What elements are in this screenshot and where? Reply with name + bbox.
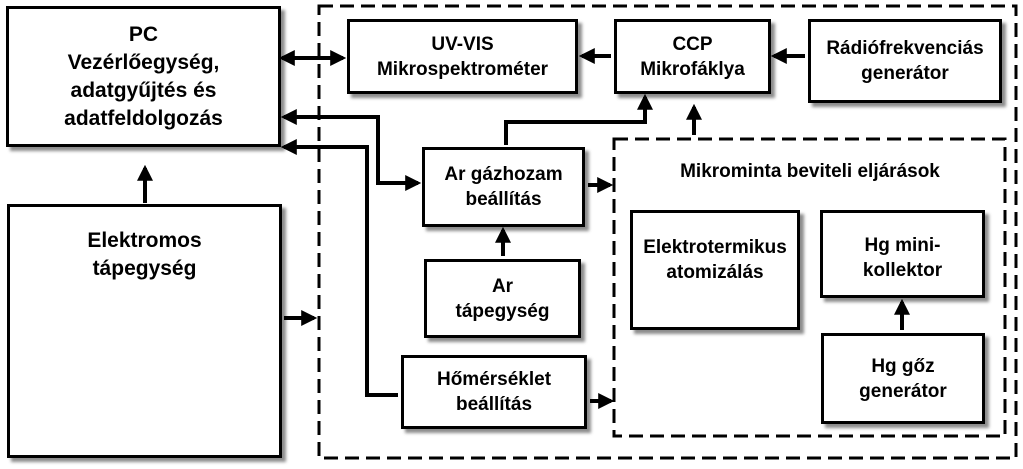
sample-intro-title: Mikrominta beviteli eljárások	[680, 161, 940, 182]
pc-label-1: PC	[128, 22, 159, 46]
rf-label-1: Rádiófrekvenciás	[826, 38, 984, 59]
hgmini-label-2: kollektor	[862, 260, 943, 281]
temp-label-1: Hőmérséklet	[436, 369, 552, 390]
pc-label-3: adatgyűjtés és	[70, 78, 217, 102]
ccp-block: CCP Mikrofáklya	[614, 19, 771, 94]
eta-block: Elektrotermikus atomizálás	[630, 210, 800, 330]
ccp-label-1: CCP	[672, 33, 713, 55]
hggen-label-1: Hg gőz	[871, 355, 935, 377]
power-supply-block: Elektromos tápegység	[7, 204, 282, 458]
hg-vapor-generator-block: Hg gőz generátor	[821, 333, 985, 424]
hgmini-label-1: Hg mini-	[864, 235, 941, 256]
uvvis-label-2: Mikrospektrométer	[376, 58, 549, 80]
eta-label-2: atomizálás	[666, 262, 764, 283]
pc-temp-arrow	[280, 139, 398, 397]
arflow-label-1: Ar gázhozam	[444, 164, 563, 185]
pc-label-4: adatfeldolgozás	[64, 106, 223, 130]
arpower-label-2: tápegység	[455, 300, 550, 322]
uvvis-label-1: UV-VIS	[431, 33, 494, 55]
pc-label-2: Vezérlőegység,	[67, 50, 220, 74]
pc-arflow-arrow	[280, 109, 422, 191]
power-label-2: tápegység	[92, 257, 197, 280]
hggen-label-2: generátor	[859, 380, 947, 402]
rf-generator-block: Rádiófrekvenciás generátor	[808, 19, 1002, 103]
eta-label-1: Elektrotermikus	[643, 237, 787, 258]
uvvis-block: UV-VIS Mikrospektrométer	[347, 19, 578, 94]
instrument-frame	[317, 4, 1018, 460]
ar-power-block: Ar tápegység	[424, 259, 581, 338]
arpower-label-1: Ar	[491, 275, 514, 297]
ar-flow-block: Ar gázhozam beállítás	[422, 147, 585, 227]
hg-minicollector-block: Hg mini- kollektor	[820, 210, 985, 298]
pc-block: PC Vezérlőegység, adatgyűjtés és adatfel…	[6, 6, 281, 147]
temperature-block: Hőmérséklet beállítás	[401, 355, 587, 429]
ccp-label-2: Mikrofáklya	[640, 58, 745, 80]
temp-label-2: beállítás	[455, 394, 533, 415]
arflow-label-2: beállítás	[465, 189, 542, 210]
sample-intro-frame	[612, 137, 1007, 438]
power-label-1: Elektromos	[87, 229, 202, 252]
arflow-ccp-arrow	[504, 93, 653, 145]
rf-label-2: generátor	[861, 63, 949, 84]
